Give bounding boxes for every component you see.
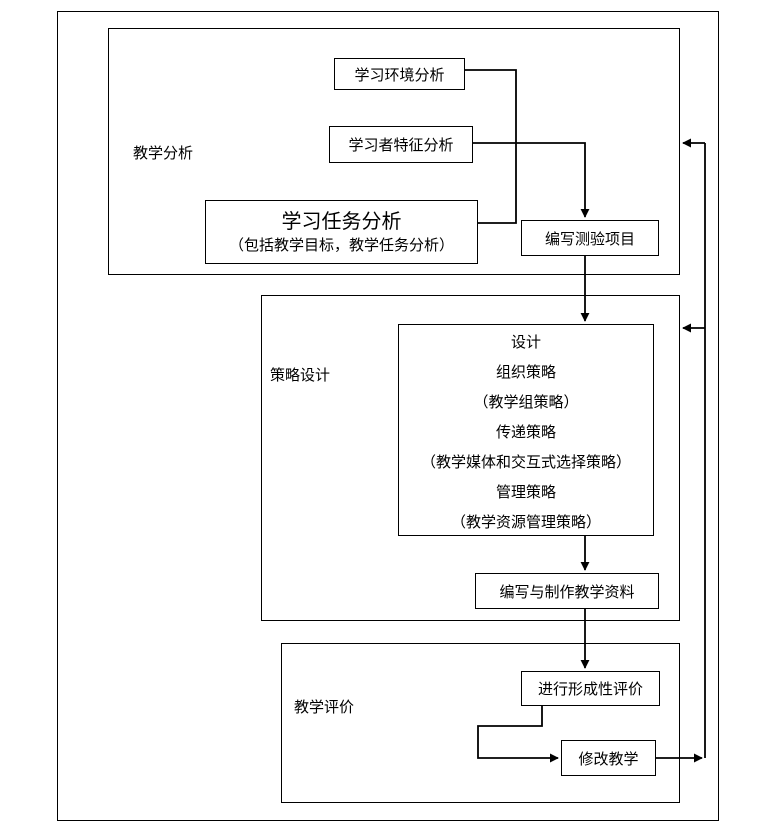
design-line-5: （教学媒体和交互式选择策略） — [420, 453, 631, 471]
design-line-2: 组织策略 — [495, 363, 556, 381]
design-line-6: 管理策略 — [495, 483, 556, 501]
strategy-label: 策略设计 — [270, 366, 331, 384]
revise-instruction-node: 修改教学 — [561, 740, 656, 776]
formative-evaluation-node: 进行形成性评价 — [521, 671, 660, 706]
produce-materials-node: 编写与制作教学资料 — [475, 573, 659, 609]
task-analysis-node: 学习任务分析 （包括教学目标，教学任务分析） — [205, 200, 478, 264]
design-line-3: （教学组策略） — [473, 393, 579, 411]
learner-analysis-node: 学习者特征分析 — [329, 126, 473, 163]
design-strategy-node: 设计 组织策略 （教学组策略） 传递策略 （教学媒体和交互式选择策略） 管理策略… — [398, 324, 654, 536]
evaluation-section — [281, 643, 680, 803]
design-line-7: （教学资源管理策略） — [450, 513, 601, 531]
analysis-label: 教学分析 — [133, 144, 194, 162]
evaluation-label: 教学评价 — [294, 698, 355, 716]
task-analysis-title: 学习任务分析 — [281, 209, 402, 233]
task-analysis-subtitle: （包括教学目标，教学任务分析） — [228, 236, 454, 254]
design-line-1: 设计 — [510, 333, 541, 351]
design-line-4: 传递策略 — [495, 423, 556, 441]
write-test-items-node: 编写测验项目 — [521, 220, 659, 256]
environment-analysis-node: 学习环境分析 — [334, 58, 465, 90]
